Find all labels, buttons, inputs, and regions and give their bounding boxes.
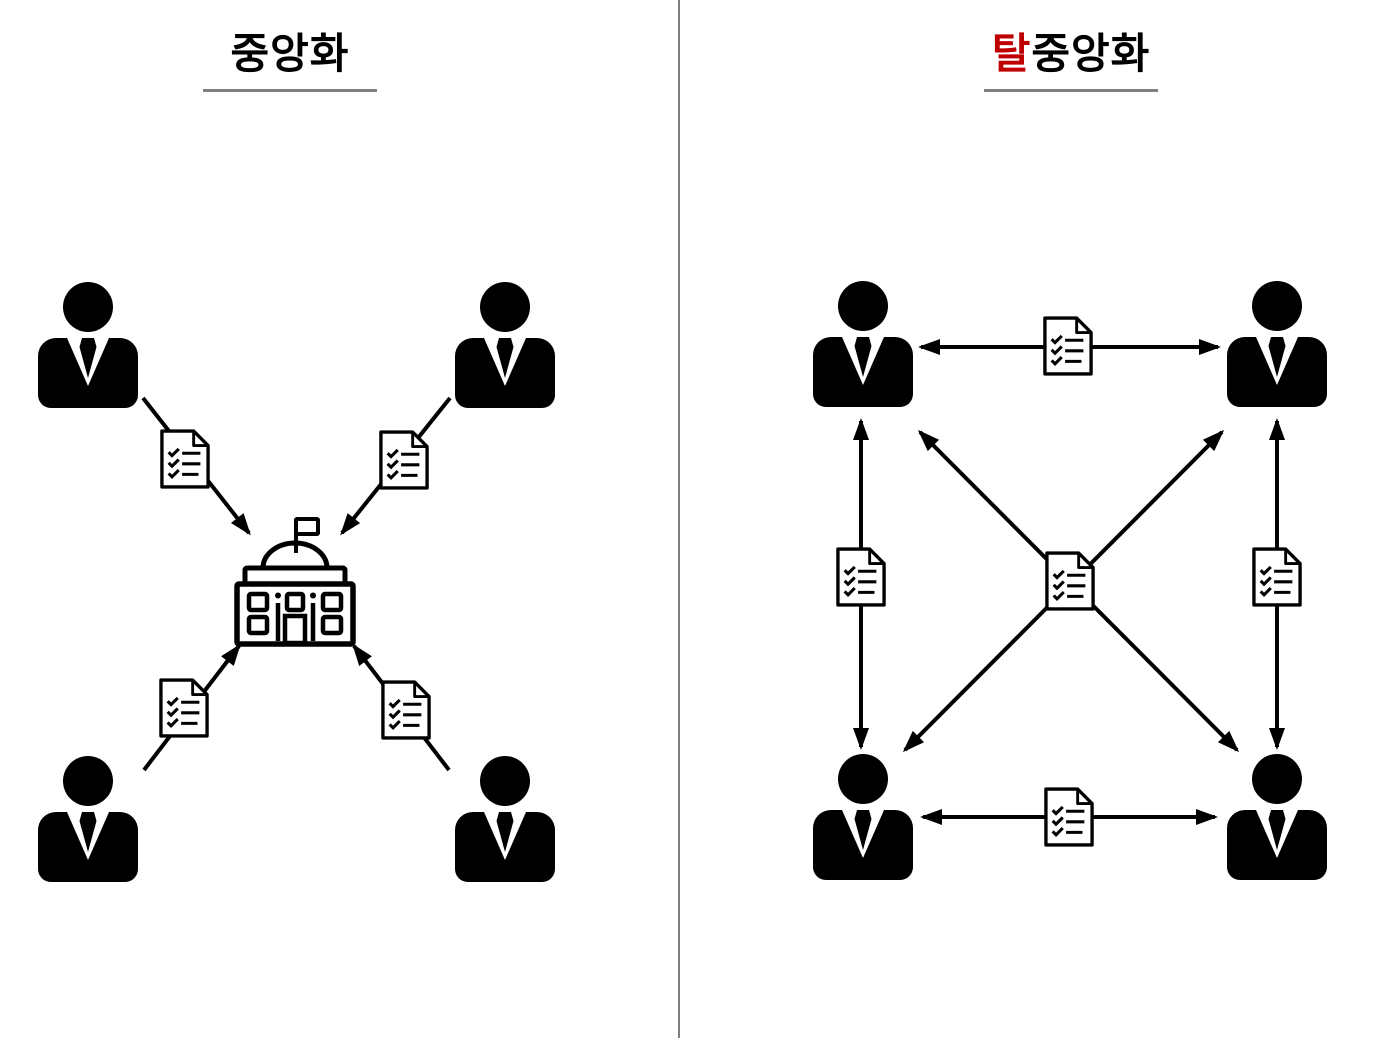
businessman-icon-top-right: [455, 282, 555, 408]
decentralized-title-rest: 중앙화: [1031, 30, 1151, 77]
decentralized-title-accent: 탈: [991, 30, 1032, 77]
checklist-document-icon: [159, 678, 209, 738]
centralized-title-block: 중앙화: [203, 30, 377, 93]
businessman-icon-top-left: [38, 282, 138, 408]
businessman-icon-bottom-left: [813, 754, 913, 880]
checklist-document-icon: [1252, 547, 1302, 607]
businessman-icon-bottom-right: [1227, 754, 1327, 880]
checklist-document-icon: [381, 680, 431, 740]
centralized-title-underline: [203, 89, 377, 93]
checklist-document-icon: [836, 547, 886, 607]
government-building-icon: [237, 519, 353, 644]
decentralized-title: 탈중앙화: [984, 30, 1158, 78]
decentralized-diagram: [813, 281, 1327, 880]
centralized-title: 중앙화: [203, 30, 377, 78]
checklist-document-icon: [379, 430, 429, 490]
centralized-diagram: [38, 282, 555, 882]
businessman-icon-top-left: [813, 281, 913, 407]
decentralized-title-underline: [984, 89, 1158, 93]
checklist-document-icon-center: [1045, 551, 1095, 611]
checklist-document-icon: [1043, 316, 1093, 376]
checklist-document-icon: [160, 429, 210, 489]
checklist-document-icon: [1044, 787, 1094, 847]
businessman-icon-bottom-right: [455, 756, 555, 882]
businessman-icon-top-right: [1227, 281, 1327, 407]
centralized-title-text: 중앙화: [230, 30, 350, 77]
businessman-icon-bottom-left: [38, 756, 138, 882]
decentralized-title-block: 탈중앙화: [984, 30, 1158, 93]
